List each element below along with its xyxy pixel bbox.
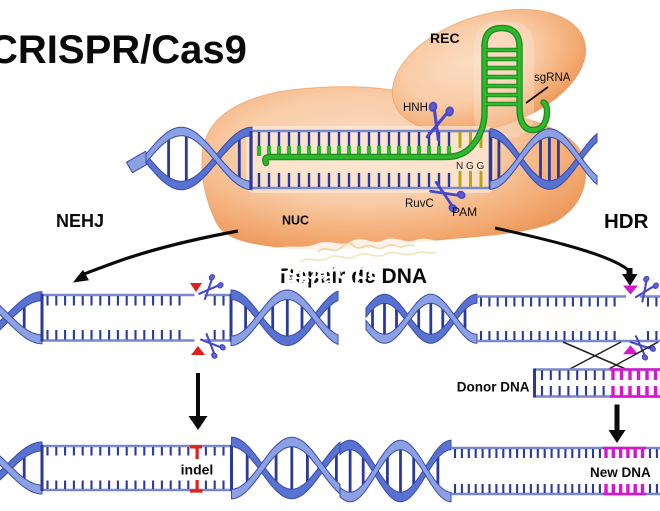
svg-text:HDR: HDR [604,210,649,233]
svg-text:NEHJ: NEHJ [56,211,104,231]
svg-text:sgRNA: sgRNA [534,72,571,84]
svg-text:Donor DNA: Donor DNA [457,380,530,395]
svg-text:PAM: PAM [452,205,477,219]
svg-text:NUC: NUC [282,214,309,228]
svg-text:REC: REC [430,30,460,46]
svg-text:Reparo de: Reparo de [277,261,380,284]
svg-text:indel: indel [181,462,214,478]
svg-text:CRISPR/Cas9: CRISPR/Cas9 [0,28,247,72]
svg-text:RuvC: RuvC [405,198,434,210]
svg-text:N G G: N G G [456,161,485,172]
svg-text:Repair de DNA: Repair de DNA [280,265,427,288]
svg-text:New DNA: New DNA [590,465,651,480]
svg-text:HNH: HNH [403,102,428,114]
svg-text:Repair d: Repair d [283,270,367,293]
